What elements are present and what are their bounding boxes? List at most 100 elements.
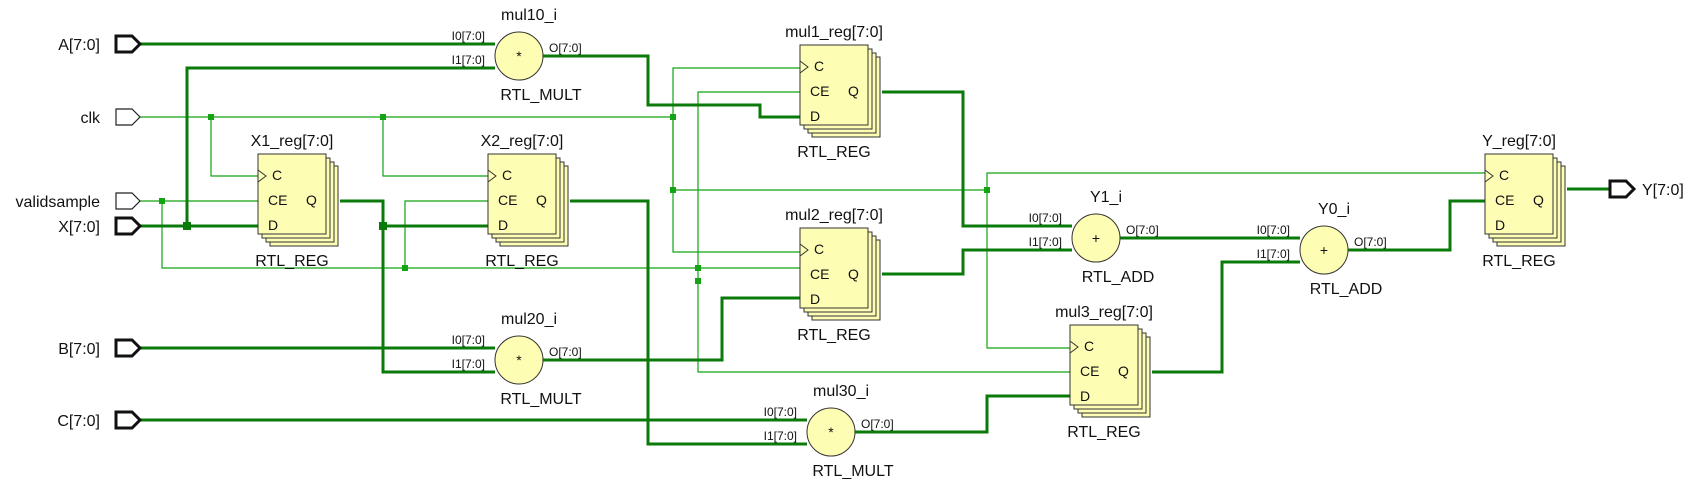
junction-dot	[402, 265, 408, 271]
port-x-label: X[7:0]	[58, 219, 100, 236]
junction-dot	[984, 187, 990, 193]
mul10-out-bus	[543, 54, 800, 119]
clock-triangle-icon	[799, 243, 809, 257]
port-b: B[7:0]	[58, 338, 143, 358]
operator-pin-i1: I1[7:0]	[1257, 247, 1290, 261]
register-pin-q: Q	[1118, 363, 1129, 379]
register-pin-q: Q	[848, 266, 859, 282]
clock-triangle-icon	[1484, 169, 1494, 183]
operator-type: RTL_MULT	[812, 463, 893, 480]
port-validsample: validsample	[16, 192, 141, 211]
operator-type: RTL_MULT	[500, 391, 581, 408]
operator-body	[494, 335, 544, 385]
register-pin-c: C	[814, 58, 824, 74]
register-name: X2_reg[7:0]	[481, 133, 564, 150]
junction-dot	[380, 114, 386, 120]
operator-pin-i1: I1[7:0]	[1029, 235, 1062, 249]
register-body	[799, 227, 869, 309]
operator-body	[1071, 213, 1121, 263]
junction-dot	[379, 222, 387, 230]
operator-pin-i0: I0[7:0]	[1257, 223, 1290, 237]
register-pin-c: C	[502, 167, 512, 183]
register-pin-ce: CE	[268, 192, 287, 208]
operator-body	[1299, 225, 1349, 275]
mul2-q-bus	[882, 248, 1072, 276]
register-pin-d: D	[1495, 217, 1505, 233]
port-a: A[7:0]	[58, 34, 143, 54]
clk-net-to-mul1-mul2	[672, 67, 800, 253]
register-body	[1069, 324, 1139, 406]
operator-type: RTL_ADD	[1310, 281, 1383, 298]
input-port-icon	[115, 108, 141, 126]
mul20-out-bus	[543, 296, 800, 362]
x1-q-to-mul20	[381, 226, 495, 374]
operator-symbol: *	[828, 424, 834, 440]
operator-pin-o: O[7:0]	[549, 41, 582, 55]
register-pin-c: C	[1084, 338, 1094, 354]
operator-name: mul10_i	[501, 7, 557, 24]
mul3-q-bus	[1152, 260, 1300, 374]
data-buses	[140, 42, 1610, 446]
register-body	[799, 44, 869, 126]
net-junctions	[159, 114, 990, 284]
register-type: RTL_REG	[485, 253, 559, 270]
register-type: RTL_REG	[255, 253, 329, 270]
operator-pin-i0: I0[7:0]	[452, 333, 485, 347]
validsample-net-to-mul3	[697, 268, 1070, 373]
port-clk-label: clk	[80, 110, 101, 127]
input-port-icon	[115, 192, 141, 210]
register-pin-c: C	[272, 167, 282, 183]
operator-symbol: *	[516, 352, 522, 368]
port-y: Y[7:0]	[1608, 179, 1684, 199]
port-c-label: C[7:0]	[57, 413, 100, 430]
junction-dot	[695, 278, 701, 284]
mul30-out-bus	[855, 394, 1070, 434]
operator-pin-o: O[7:0]	[549, 345, 582, 359]
register-pin-q: Q	[536, 192, 547, 208]
operator-pin-i1: I1[7:0]	[452, 53, 485, 67]
register-pin-d: D	[810, 291, 820, 307]
operator-type: RTL_ADD	[1082, 269, 1155, 286]
register-name: mul3_reg[7:0]	[1055, 304, 1153, 321]
operator-pin-i1: I1[7:0]	[452, 357, 485, 371]
junction-dot	[183, 222, 191, 230]
io-ports: A[7:0] clk validsample X[7:0] B[7:0] C[7…	[16, 34, 1684, 430]
operator-symbol: *	[516, 48, 522, 64]
operator-symbol: +	[1320, 242, 1328, 258]
register-body	[257, 153, 327, 235]
register-type: RTL_REG	[797, 327, 871, 344]
register-type: RTL_REG	[1482, 253, 1556, 270]
register-pin-ce: CE	[498, 192, 517, 208]
register-pin-q: Q	[848, 83, 859, 99]
operator-pin-o: O[7:0]	[1354, 235, 1387, 249]
operator-name: mul20_i	[501, 311, 557, 328]
clk-net-branch-x1	[210, 117, 258, 177]
register-name: mul2_reg[7:0]	[785, 207, 883, 224]
port-b-label: B[7:0]	[58, 341, 100, 358]
operator-pin-o: O[7:0]	[861, 417, 894, 431]
register-pin-c: C	[814, 241, 824, 257]
port-validsample-label: validsample	[16, 194, 101, 211]
port-y-label: Y[7:0]	[1642, 182, 1684, 199]
register-type: RTL_REG	[1067, 424, 1141, 441]
junction-dot	[670, 187, 676, 193]
x2-q-to-mul30	[570, 199, 807, 446]
junction-dot	[670, 114, 676, 120]
validsample-net-to-mul1-mul2	[697, 91, 800, 269]
operator-name: mul30_i	[813, 383, 869, 400]
register-name: X1_reg[7:0]	[251, 133, 334, 150]
register-body	[487, 153, 557, 235]
clk-net-branch-x2	[382, 117, 488, 177]
register-pin-q: Q	[1533, 192, 1544, 208]
